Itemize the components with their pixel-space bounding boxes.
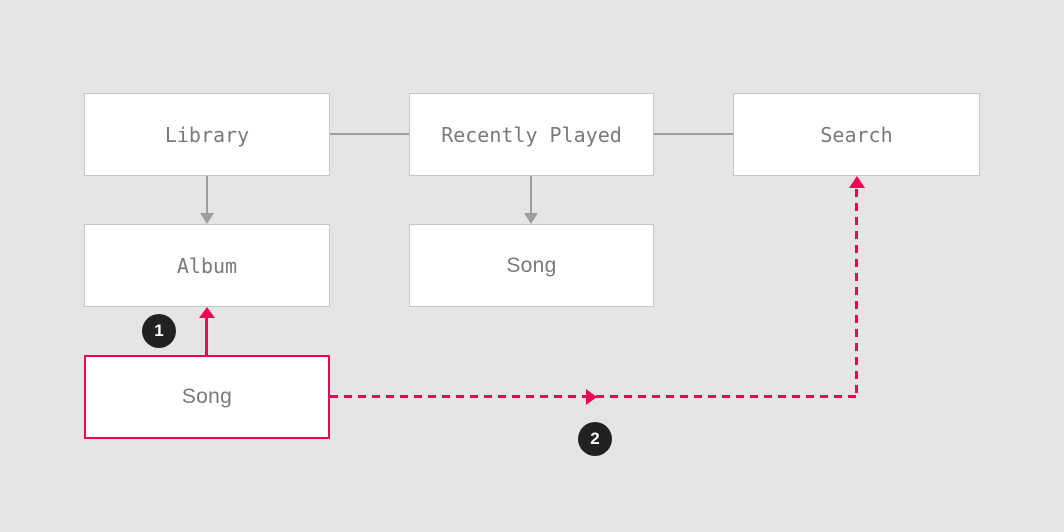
pink-dashed-line-vertical bbox=[855, 189, 858, 397]
arrow-recently-played-to-song bbox=[530, 176, 532, 214]
pink-arrow-song-to-album bbox=[205, 317, 208, 355]
step-badge-2: 2 bbox=[578, 422, 612, 456]
connector-library-recently-played bbox=[330, 133, 409, 135]
arrow-library-to-album bbox=[206, 176, 208, 214]
arrowhead-down-icon bbox=[200, 213, 214, 224]
node-song-under-recently-played: Song bbox=[409, 224, 654, 307]
node-song-selected-highlighted: Song bbox=[84, 355, 330, 439]
node-album: Album bbox=[84, 224, 330, 307]
arrowhead-up-icon bbox=[199, 307, 215, 318]
step-badge-1: 1 bbox=[142, 314, 176, 348]
arrowhead-up-icon bbox=[849, 176, 865, 188]
arrowhead-right-icon bbox=[586, 389, 597, 405]
node-recently-played: Recently Played bbox=[409, 93, 654, 176]
node-library: Library bbox=[84, 93, 330, 176]
arrowhead-down-icon bbox=[524, 213, 538, 224]
connector-recently-played-search bbox=[654, 133, 733, 135]
node-search: Search bbox=[733, 93, 980, 176]
